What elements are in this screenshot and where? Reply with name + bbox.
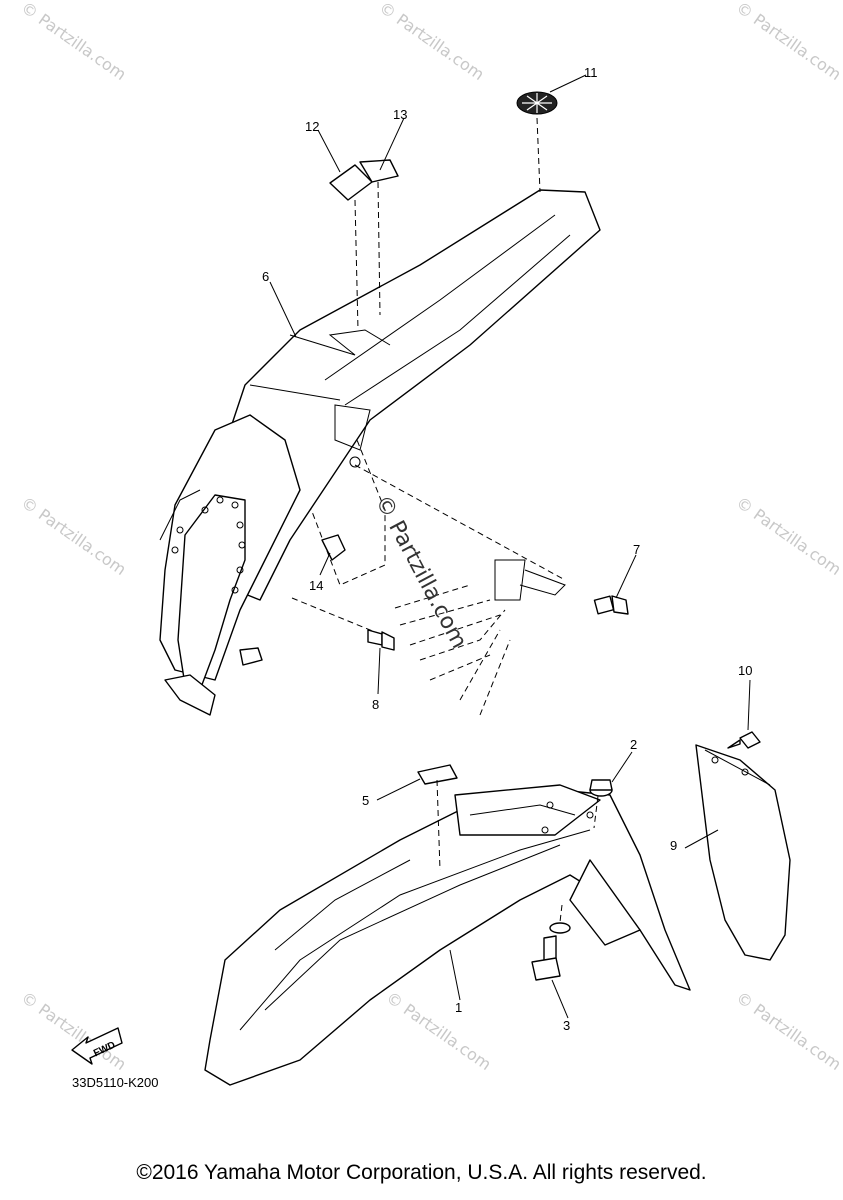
decal-13 [359, 159, 399, 183]
watermark-top-right: © Partzilla.com [733, 0, 843, 84]
front-fender [204, 784, 691, 1086]
decal-5 [417, 764, 458, 785]
rivet-holes [171, 496, 246, 594]
callout-1: 1 [455, 1000, 462, 1015]
grommet-2 [589, 779, 613, 797]
bolt-7 [593, 595, 629, 615]
watermark-bottom-middle: © Partzilla.com [383, 988, 495, 1074]
emblem-line [536, 117, 541, 193]
leader-lines [269, 74, 751, 1019]
callout-5: 5 [362, 793, 369, 808]
callout-10: 10 [738, 663, 752, 678]
bolt-3-line [559, 904, 563, 923]
callout-13: 13 [393, 107, 407, 122]
watermark-mid-left: © Partzilla.com [18, 493, 130, 579]
callout-3: 3 [563, 1018, 570, 1033]
callout-7: 7 [633, 542, 640, 557]
callout-2: 2 [630, 737, 637, 752]
callout-11: 11 [584, 65, 598, 80]
watermark-top-left: © Partzilla.com [18, 0, 130, 84]
frame-sketch [394, 559, 566, 716]
bolt-3 [531, 922, 571, 981]
decal-13-line [377, 181, 381, 316]
bolt-line-lower [291, 597, 376, 633]
callout-8: 8 [372, 697, 379, 712]
decal-12-line [354, 199, 359, 331]
yamaha-emblem [516, 91, 558, 115]
callout-14: 14 [309, 578, 323, 593]
callouts: 11 13 12 6 7 14 8 10 2 5 9 1 3 [262, 65, 752, 1033]
watermark-top-middle: © Partzilla.com [376, 0, 488, 84]
mud-flap [695, 744, 791, 961]
diagram-code: 33D5110-K200 [72, 1075, 159, 1090]
watermark-center: © Partzilla.com [370, 491, 472, 653]
decal-5-line [436, 779, 441, 871]
callout-9: 9 [670, 838, 677, 853]
watermark-mid-right: © Partzilla.com [733, 493, 843, 579]
copyright-notice: ©2016 Yamaha Motor Corporation, U.S.A. A… [136, 1161, 707, 1184]
nut-clip [321, 534, 346, 561]
screw-10 [727, 731, 761, 749]
grommet-line [593, 795, 599, 829]
callout-6: 6 [262, 269, 269, 284]
rear-inner-fender [159, 414, 301, 716]
watermark-bottom-right: © Partzilla.com [733, 988, 843, 1074]
callout-12: 12 [305, 119, 319, 134]
bolt-8 [367, 629, 395, 651]
